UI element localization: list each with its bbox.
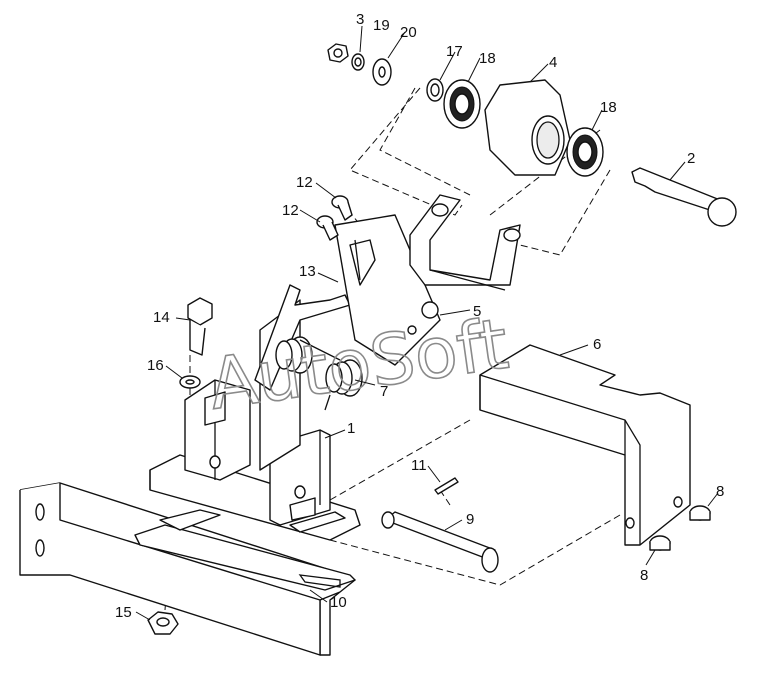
callout-7: 7 bbox=[380, 383, 388, 400]
callout-leaders bbox=[135, 25, 719, 621]
pin-part-9 bbox=[381, 511, 499, 573]
callout-10: 10 bbox=[330, 594, 347, 611]
washer-part-16 bbox=[179, 375, 201, 389]
bolt-part-14 bbox=[187, 297, 213, 356]
callout-13: 13 bbox=[299, 263, 316, 280]
screws-part-8 bbox=[649, 505, 711, 551]
callout-labels: 3 19 20 17 18 4 18 2 12 12 13 5 14 6 16 … bbox=[115, 11, 724, 621]
callout-12-lower: 12 bbox=[282, 202, 299, 219]
callout-15: 15 bbox=[115, 604, 132, 621]
lower-bracket-part-10 bbox=[19, 482, 356, 656]
callout-6: 6 bbox=[593, 336, 601, 353]
u-bracket-part-5 bbox=[409, 194, 521, 291]
callout-20: 20 bbox=[400, 24, 417, 41]
spring-part-7 bbox=[275, 336, 363, 411]
callout-5: 5 bbox=[473, 303, 481, 320]
callout-12-upper: 12 bbox=[296, 174, 313, 191]
callout-8-lower: 8 bbox=[640, 567, 648, 584]
callout-1: 1 bbox=[347, 420, 355, 437]
callout-18-upper-left: 18 bbox=[479, 50, 496, 67]
callout-18-right: 18 bbox=[600, 99, 617, 116]
shaft-part-2 bbox=[631, 167, 737, 227]
callout-9: 9 bbox=[466, 511, 474, 528]
callout-8-upper: 8 bbox=[716, 483, 724, 500]
bearing-part-18-left bbox=[443, 79, 481, 129]
nut-part-3 bbox=[327, 43, 349, 63]
cotter-pin-part-11 bbox=[434, 477, 459, 495]
callout-14: 14 bbox=[153, 309, 170, 326]
screws-part-12 bbox=[316, 195, 353, 241]
callout-11: 11 bbox=[411, 457, 427, 474]
callout-4: 4 bbox=[549, 54, 557, 71]
washer-part-20 bbox=[372, 58, 392, 86]
bearing-part-18-right bbox=[566, 127, 604, 177]
callout-3: 3 bbox=[356, 11, 364, 28]
callout-17: 17 bbox=[446, 43, 463, 60]
lock-washer-part-19 bbox=[351, 53, 365, 71]
callout-16: 16 bbox=[147, 357, 164, 374]
roller-part-4 bbox=[484, 79, 571, 176]
callout-2: 2 bbox=[687, 150, 695, 167]
spacer-part-17 bbox=[426, 78, 444, 102]
callout-19: 19 bbox=[373, 17, 390, 34]
cover-part-6 bbox=[479, 344, 691, 546]
nut-part-15 bbox=[147, 611, 179, 635]
